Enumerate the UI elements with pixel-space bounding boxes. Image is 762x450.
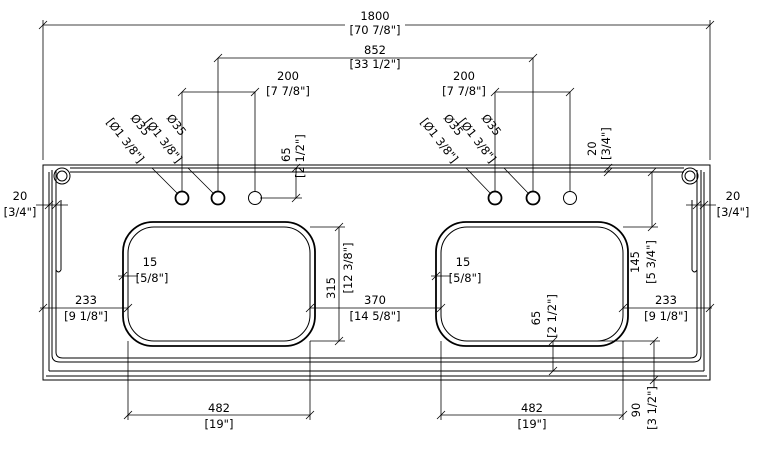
right-edge-to-bowl-in: [9 1/8"]: [644, 309, 688, 323]
left-lip-mm: 20: [13, 189, 28, 203]
right-corner-radius-in: [5/8"]: [449, 271, 482, 285]
right-bowl-offset-mm: 145: [628, 251, 642, 273]
right-bowl-width-mm: 482: [521, 401, 543, 415]
left-corner-radius-in: [5/8"]: [136, 271, 169, 285]
right-tap-holes: [487, 190, 577, 206]
left-tap-holes: [174, 190, 262, 206]
overall-width-mm: 1800: [360, 9, 389, 23]
left-tap-spacing-mm: 200: [277, 69, 299, 83]
overall-width-in: [70 7/8"]: [349, 23, 400, 37]
dimension-texts: 1800 [70 7/8"] 852 [33 1/2"] 200 [7 7/8"…: [4, 9, 750, 431]
dimension-lines: [36, 20, 716, 420]
left-edge-to-bowl-in: [9 1/8"]: [64, 309, 108, 323]
right-basin: [435, 221, 629, 347]
left-bowl-width-in: [19"]: [205, 417, 234, 431]
bowl-depth-mm: 315: [324, 277, 338, 299]
tap-centres-mm: 852: [364, 43, 386, 57]
front-to-bowl-mm: 65: [529, 311, 543, 326]
left-corner-post: [53, 167, 71, 273]
left-corner-radius-mm: 15: [143, 255, 158, 269]
front-depth-mm: 90: [629, 403, 643, 418]
left-hole-offset-mm: 65: [279, 147, 293, 162]
left-basin: [122, 221, 316, 347]
right-tap-spacing-mm: 200: [453, 69, 475, 83]
right-edge-to-bowl-mm: 233: [655, 293, 677, 307]
back-lip-mm: 20: [585, 141, 599, 156]
right-bowl-offset-in: [5 3/4"]: [644, 240, 658, 284]
left-lip-in: [3/4"]: [4, 205, 37, 219]
bowl-depth-in: [12 3/8"]: [341, 242, 355, 293]
right-lip-in: [3/4"]: [717, 205, 750, 219]
back-lip-in: [3/4"]: [599, 127, 613, 160]
left-bowl-width-mm: 482: [208, 401, 230, 415]
right-lip-mm: 20: [726, 189, 741, 203]
right-corner-post: [681, 167, 699, 273]
right-bowl-width-in: [19"]: [518, 417, 547, 431]
left-edge-to-bowl-mm: 233: [75, 293, 97, 307]
left-hole-offset-in: [2 1/2"]: [293, 134, 307, 178]
left-tap-spacing-in: [7 7/8"]: [266, 84, 310, 98]
front-depth-in: [3 1/2"]: [645, 386, 659, 430]
bowl-gap-in: [14 5/8"]: [349, 309, 400, 323]
right-corner-radius-mm: 15: [456, 255, 471, 269]
right-tap-spacing-in: [7 7/8"]: [442, 84, 486, 98]
tap-centres-in: [33 1/2"]: [349, 57, 400, 71]
front-to-bowl-in: [2 1/2"]: [545, 294, 559, 338]
bowl-gap-mm: 370: [364, 293, 386, 307]
